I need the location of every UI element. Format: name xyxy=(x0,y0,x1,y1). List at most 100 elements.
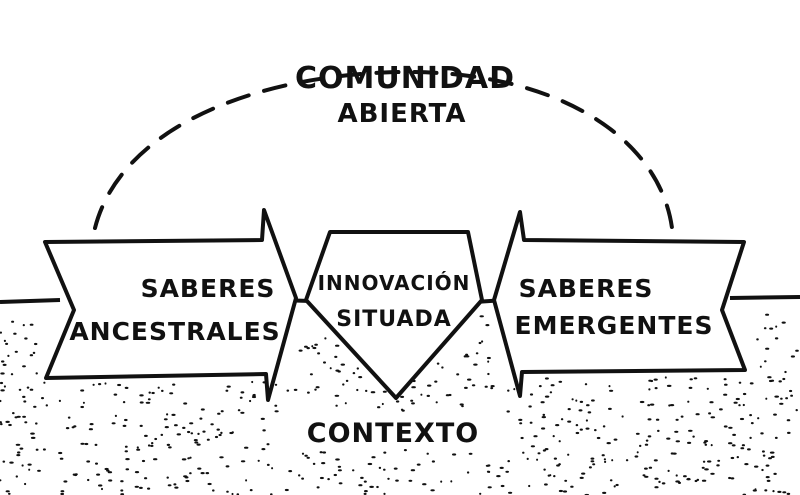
ground-dot xyxy=(15,443,21,446)
ground-dot xyxy=(761,450,765,453)
ground-dot xyxy=(544,377,549,380)
center-line-2: SITUADA xyxy=(336,307,452,332)
ground-dot xyxy=(647,435,652,438)
ground-dot xyxy=(464,355,470,358)
ground-dot xyxy=(411,402,415,405)
ground-dot xyxy=(317,352,321,355)
ground-dot xyxy=(214,435,219,439)
ground-dot xyxy=(12,412,15,415)
ground-dot xyxy=(367,462,373,466)
ground-dot xyxy=(445,394,450,397)
ground-dot xyxy=(369,485,374,488)
ground-dot xyxy=(14,416,18,419)
ground-dot xyxy=(542,413,546,416)
ground-dot xyxy=(487,360,490,363)
ground-dot xyxy=(724,383,728,386)
ground-dot xyxy=(768,457,772,460)
context-ground-texture xyxy=(0,313,799,495)
ground-dot xyxy=(625,459,629,462)
ground-dot xyxy=(708,412,712,415)
ground-dot xyxy=(145,401,151,404)
ground-dot xyxy=(190,432,194,435)
ground-dot xyxy=(327,478,330,481)
ground-dot xyxy=(174,424,178,427)
ground-dot xyxy=(171,413,176,416)
ground-dot xyxy=(189,456,192,459)
title-line-2: ABIERTA xyxy=(337,99,466,129)
ground-dot xyxy=(763,327,767,330)
ground-dot xyxy=(731,444,736,447)
ground-dot xyxy=(24,337,28,340)
ground-dot xyxy=(604,460,607,463)
ground-dot xyxy=(765,464,770,467)
ground-dot xyxy=(42,448,46,451)
ground-dot xyxy=(189,472,192,475)
ground-dot xyxy=(304,345,308,348)
ground-dot xyxy=(315,386,320,389)
ground-dot xyxy=(774,337,779,340)
ground-dot xyxy=(163,418,168,421)
ground-dot xyxy=(19,447,24,450)
ground-dot xyxy=(92,383,95,386)
ground-dot xyxy=(567,408,571,411)
ground-dot xyxy=(780,397,783,400)
ground-dot xyxy=(249,489,253,492)
right-arrow-line-1: SABERES xyxy=(519,274,654,303)
ground-dot xyxy=(655,418,660,421)
ground-dot xyxy=(768,379,773,383)
ground-dot xyxy=(537,452,541,455)
ground-dot xyxy=(452,453,457,456)
ground-dot xyxy=(570,485,574,488)
ground-dot xyxy=(701,466,705,469)
ground-dot xyxy=(98,383,102,386)
ground-dot xyxy=(772,490,775,493)
ground-dot xyxy=(490,387,494,390)
ground-dot xyxy=(22,395,26,398)
ground-dot xyxy=(741,444,746,447)
ground-dot xyxy=(225,465,230,468)
left-arrow-line-2: ANCESTRALES xyxy=(69,317,280,346)
ground-dot xyxy=(564,479,568,482)
ground-dot xyxy=(316,486,320,489)
ground-dot xyxy=(60,492,65,495)
ground-dot xyxy=(544,483,548,486)
ground-dot xyxy=(340,363,345,366)
ground-dot xyxy=(762,454,766,457)
ground-dot xyxy=(777,490,782,493)
ground-dot xyxy=(647,418,652,421)
ground-dot xyxy=(21,464,24,467)
ground-dot xyxy=(769,451,775,454)
ground-dot xyxy=(653,459,658,462)
ground-dot xyxy=(249,399,252,403)
ground-dot xyxy=(692,435,695,438)
ground-dot xyxy=(338,482,343,485)
ground-dot xyxy=(723,425,728,428)
ground-dot xyxy=(558,489,564,493)
right-arrow-line-2: EMERGENTES xyxy=(515,311,714,340)
ground-dot xyxy=(334,394,340,397)
ground-dot xyxy=(114,414,117,417)
ground-dot xyxy=(9,461,14,464)
ground-dot xyxy=(609,389,614,392)
ground-dot xyxy=(352,372,356,375)
ground-dot xyxy=(319,451,323,454)
ground-dot xyxy=(687,441,692,444)
ground-dot xyxy=(307,391,310,394)
ground-dot xyxy=(767,376,772,379)
ground-dot xyxy=(556,464,560,467)
ground-dot xyxy=(657,429,660,432)
ground-dot xyxy=(363,480,367,483)
ground-dot xyxy=(18,388,22,391)
ground-dot xyxy=(120,489,124,492)
ground-dot xyxy=(520,436,524,440)
ground-dot xyxy=(139,486,143,489)
ground-dot xyxy=(789,389,793,393)
ground-dot xyxy=(773,472,777,475)
ground-dot xyxy=(654,477,659,480)
ground-dot xyxy=(87,478,90,482)
ground-dot xyxy=(594,429,597,432)
ground-dot xyxy=(710,416,716,419)
ground-dot xyxy=(742,403,745,407)
ground-dot xyxy=(251,395,257,399)
ground-dot xyxy=(590,460,595,463)
